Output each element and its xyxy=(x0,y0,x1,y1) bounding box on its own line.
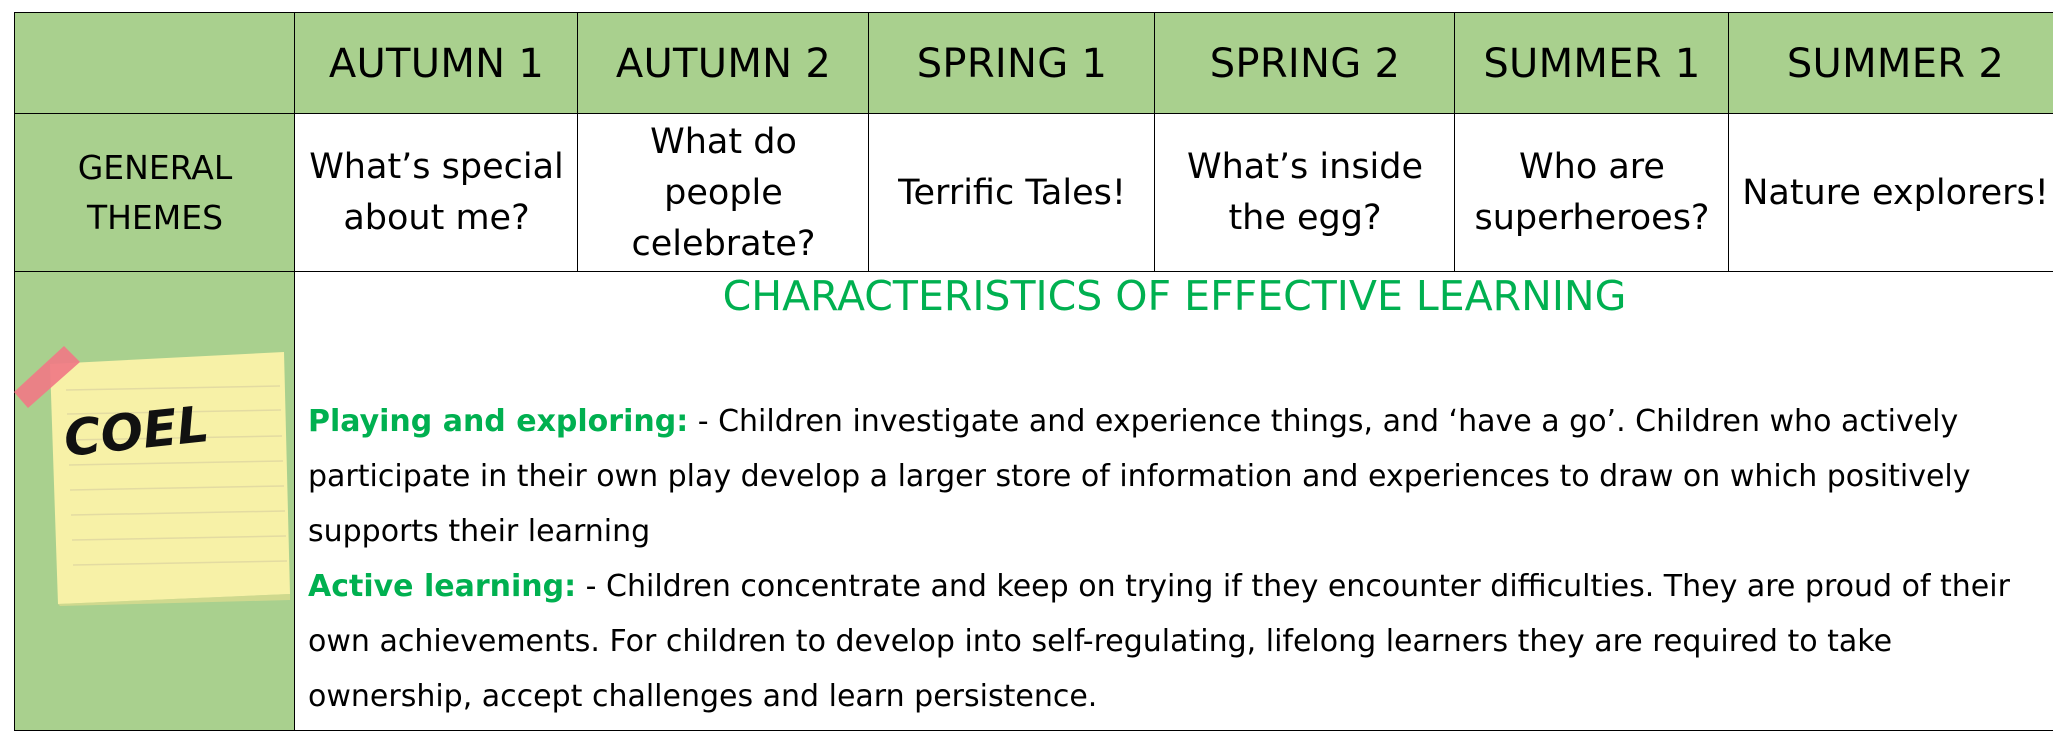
coel-paragraph: Playing and exploring: - Children invest… xyxy=(308,394,2053,559)
theme-cell: Nature explorers! xyxy=(1728,113,2053,273)
paragraph-text: - Children concentrate and keep on tryin… xyxy=(308,569,2010,714)
theme-cell: What’s inside the egg? xyxy=(1154,113,1456,273)
column-header: SPRING 1 xyxy=(868,12,1156,115)
theme-cell: Who are superheroes? xyxy=(1454,113,1730,273)
paragraph-heading: Active learning: xyxy=(308,569,577,604)
coel-description: Playing and exploring: - Children invest… xyxy=(308,394,2053,724)
column-header: SPRING 2 xyxy=(1154,12,1456,115)
tape-icon xyxy=(14,346,80,408)
coel-paragraph: Active learning: - Children concentrate … xyxy=(308,559,2053,724)
theme-cell: What’s special about me? xyxy=(294,113,579,273)
column-header: AUTUMN 2 xyxy=(577,12,870,115)
themes-row-label: GENERAL THEMES xyxy=(14,113,296,273)
column-header: AUTUMN 1 xyxy=(294,12,579,115)
paragraph-text: - Children investigate and experience th… xyxy=(308,404,1971,549)
column-header: SUMMER 2 xyxy=(1728,12,2053,115)
theme-cell: Terrific Tales! xyxy=(868,113,1156,273)
corner-cell xyxy=(14,12,296,115)
paragraph-heading: Playing and exploring: xyxy=(308,404,689,439)
column-header: SUMMER 1 xyxy=(1454,12,1730,115)
coel-title: CHARACTERISTICS OF EFFECTIVE LEARNING xyxy=(722,272,1627,320)
sticky-note-icon: COEL xyxy=(50,352,290,606)
coel-content-cell xyxy=(294,271,2053,731)
theme-cell: What do people celebrate? xyxy=(577,113,870,273)
